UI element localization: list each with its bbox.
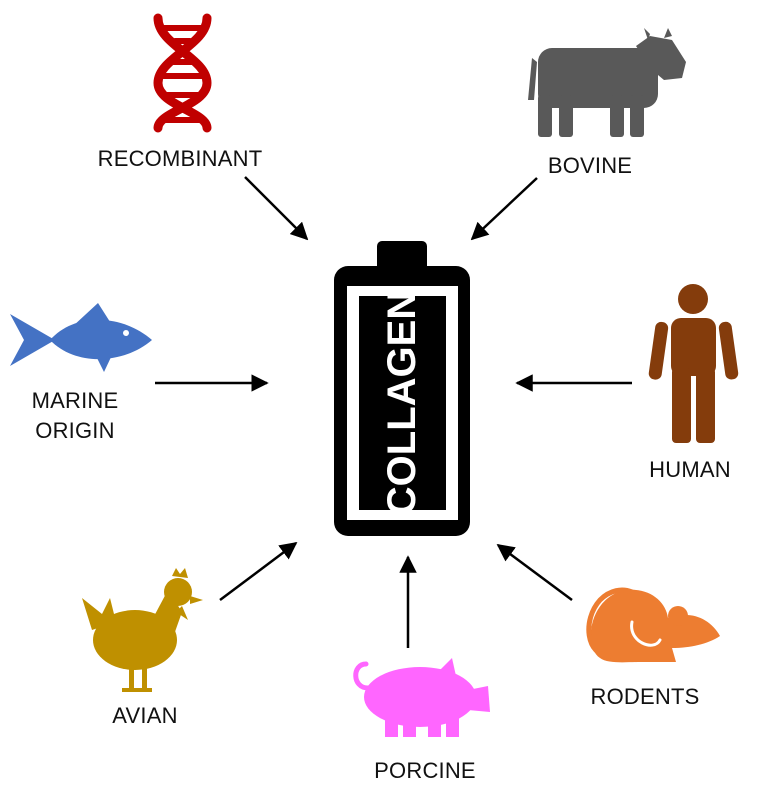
fish-icon bbox=[10, 303, 152, 372]
cow-icon bbox=[528, 28, 686, 137]
human-figure-icon bbox=[648, 284, 739, 443]
label-marine-line-2: ORIGIN bbox=[35, 418, 115, 443]
arrow-bovine bbox=[470, 177, 538, 241]
label-human: HUMAN bbox=[649, 457, 731, 482]
label-marine-origin: MARINE ORIGIN bbox=[5, 386, 145, 446]
collagen-label: COLLAGEN bbox=[380, 291, 424, 515]
rat-icon bbox=[586, 587, 720, 663]
label-marine-line-1: MARINE bbox=[31, 388, 119, 413]
arrow-rodents bbox=[496, 543, 573, 602]
label-avian: AVIAN bbox=[112, 703, 178, 728]
dna-helix-icon bbox=[153, 13, 212, 133]
battery-terminal bbox=[377, 241, 427, 271]
label-porcine: PORCINE bbox=[374, 758, 476, 783]
label-rodents: RODENTS bbox=[590, 684, 700, 709]
battery-core bbox=[359, 296, 446, 510]
arrow-avian bbox=[219, 541, 298, 601]
arrow-recombinant bbox=[244, 176, 309, 241]
label-recombinant: RECOMBINANT bbox=[97, 146, 263, 171]
arrows bbox=[155, 176, 632, 648]
label-bovine: BOVINE bbox=[547, 153, 633, 178]
chicken-icon bbox=[82, 568, 203, 692]
collagen-battery: COLLAGEN bbox=[334, 241, 470, 536]
pig-icon bbox=[353, 658, 490, 737]
